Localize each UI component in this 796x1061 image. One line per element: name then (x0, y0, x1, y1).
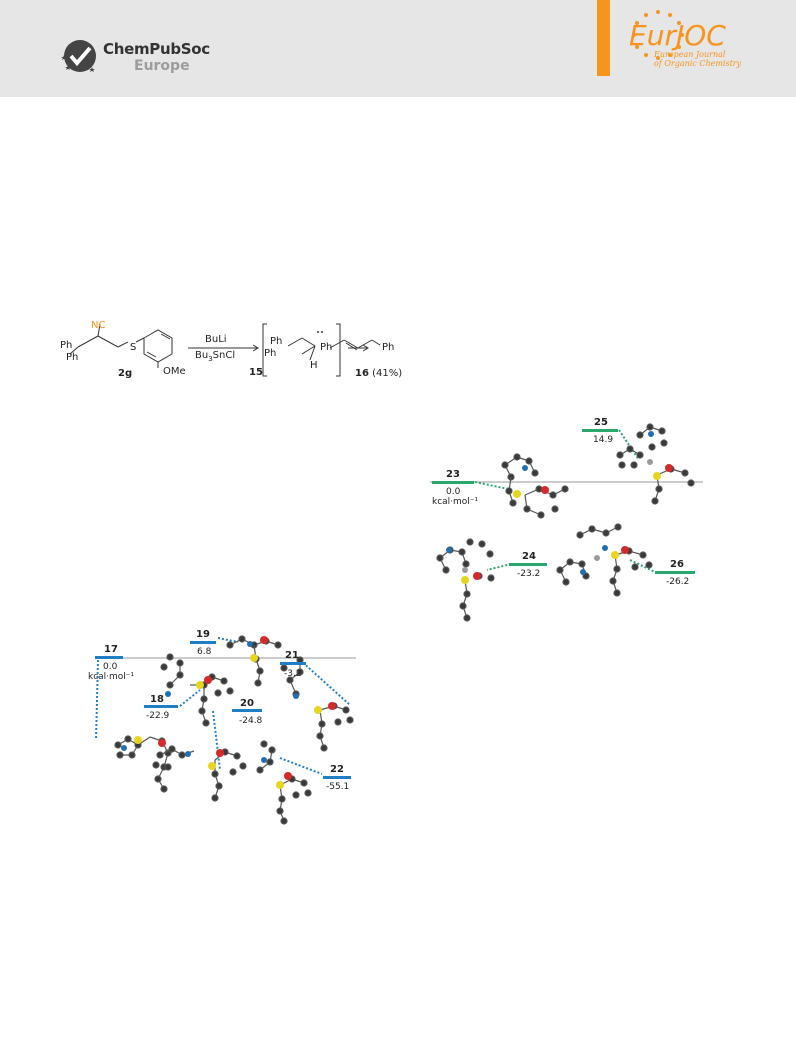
phenyl-top-label: Ph (60, 340, 73, 351)
state-24-label: 24 (522, 551, 536, 562)
state-17-label: 17 (104, 644, 118, 655)
right-energy-profile-graphic (430, 423, 703, 622)
publisher-name: ChemPubSoc (103, 40, 210, 58)
state-25-label: 25 (594, 417, 608, 428)
reaction-scheme-graphic (69, 323, 369, 377)
energy-level-22 (323, 776, 351, 779)
energy-level-25 (582, 429, 618, 432)
journal-accent-bar (597, 0, 610, 76)
intermediate-15-label: 15 (249, 367, 263, 378)
product-alkene-graphic (329, 339, 381, 351)
journal-subtitle: European Journal of Organic Chemistry (654, 50, 742, 68)
state-23-label: 23 (446, 469, 460, 480)
journal-brand: EurJOC (629, 19, 726, 52)
energy-level-19 (190, 641, 216, 644)
phenyl-bottom-label: Ph (66, 352, 79, 363)
energy-level-24 (509, 563, 547, 566)
state-26-label: 26 (670, 559, 684, 570)
reagent-buli-label: BuLi (205, 334, 227, 345)
molecular-structures-right (436, 423, 695, 622)
nitrile-label: NC (91, 320, 106, 331)
sulfur-label: S (130, 342, 137, 353)
chempubsoc-logo-icon (61, 40, 96, 72)
state-20-label: 20 (240, 698, 254, 709)
product-phenyl-right-label: Ph (382, 342, 395, 353)
intermediate-hydrogen-label: H (310, 360, 318, 371)
energy-level-26 (655, 571, 695, 574)
intermediate-phenyl-2-label: Ph (264, 348, 277, 359)
state-18-energy: -22.9 (146, 711, 170, 721)
journal-header: ChemPubSoc Europe EurJOC European Journa… (0, 0, 796, 97)
energy-level-20 (232, 709, 262, 712)
state-24-energy: -23.2 (517, 569, 541, 579)
state-26-energy: -26.2 (666, 577, 690, 587)
eurjoc-stars-icon (632, 10, 684, 60)
state-19-label: 19 (196, 629, 210, 640)
state-21-energy: -3.2 (284, 669, 302, 679)
state-22-energy: -55.1 (326, 782, 350, 792)
state-17-unit: kcal·mol⁻¹ (88, 672, 135, 682)
state-22-label: 22 (330, 764, 344, 775)
state-21-label: 21 (285, 650, 299, 661)
energy-level-23 (432, 481, 474, 484)
left-energy-profile-graphic (95, 635, 356, 825)
state-20-energy: -24.8 (239, 716, 263, 726)
compound-2g-label: 2g (118, 368, 133, 379)
state-25-energy: 14.9 (593, 435, 614, 445)
state-23-unit: kcal·mol⁻¹ (432, 497, 479, 507)
energy-level-21 (280, 662, 306, 665)
publisher-region: Europe (134, 58, 190, 74)
energy-level-18 (144, 705, 178, 708)
state-17-energy: 0.0 (103, 662, 118, 672)
intermediate-phenyl-1-label: Ph (270, 336, 283, 347)
state-18-label: 18 (150, 694, 164, 705)
product-16-label: 16 (41%) (355, 368, 403, 379)
product-phenyl-left-label: Ph (320, 342, 333, 353)
state-23-energy: 0.0 (446, 487, 461, 497)
reagent-stannyl-label: Bu3SnCl (195, 350, 236, 363)
methoxy-label: OMe (163, 366, 186, 377)
energy-level-17 (95, 656, 123, 659)
molecular-structures-left (114, 635, 354, 825)
state-19-energy: 6.8 (197, 647, 212, 657)
